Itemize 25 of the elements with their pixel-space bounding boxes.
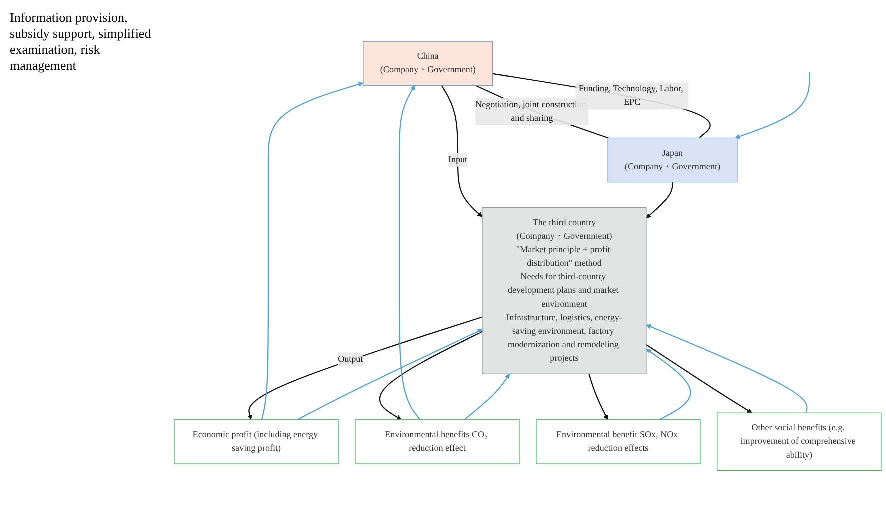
arrow [464,374,510,421]
arrow [398,86,421,421]
node-box: Other social benefits (e.g. improvement of comprehensive ability) [717,413,882,472]
arrow [588,374,608,420]
node-box: Environmental benefits CO₂ reduction effect [355,420,520,465]
node-box: Economic profit (including energy saving profit) [174,420,339,465]
arrow [646,344,752,414]
arrow [646,324,808,414]
node-box: The third country (Company・Government) "Market principle + profit distribution" method Needs for third-country development plans and market environment Infrastructure, logistics, energy-saving environment, factory modernization and remodeling projects [482,208,647,375]
arrow [248,317,483,420]
connector [475,85,609,140]
edge-label: Output [338,354,364,364]
arrow [298,330,483,421]
arrow [441,86,483,218]
arrow [379,332,483,420]
node-box: Environmental benefit SOx, NOx reduction effects [536,420,701,465]
edge-label: Input [448,156,468,166]
arrow [646,349,692,421]
node-box: China (Company・Government) [363,42,494,86]
arrow [735,72,810,140]
arrow [261,82,364,420]
connector [492,74,711,140]
arrow [646,182,674,219]
node-box: Japan (Company・Government) [608,138,738,183]
note-text: Information provision, subsidy support, simplified examination, risk management [10,10,152,74]
